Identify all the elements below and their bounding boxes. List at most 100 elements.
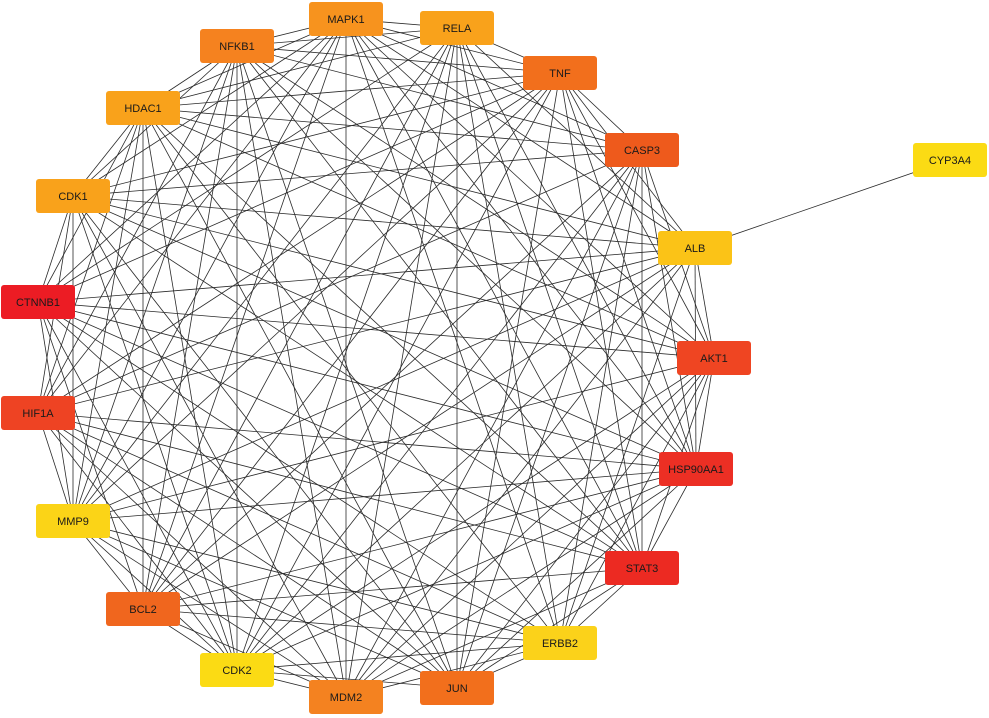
- node-box: [309, 2, 383, 36]
- edge-jun-nfkb1: [236, 45, 458, 689]
- node-label: CDK2: [222, 665, 251, 677]
- edge-mapk1-alb: [345, 18, 696, 249]
- node-nfkb1[interactable]: NFKB1: [200, 29, 274, 63]
- node-box: [420, 671, 494, 705]
- edge-bcl2-nfkb1: [142, 45, 238, 610]
- node-label: MAPK1: [327, 14, 364, 26]
- node-rela[interactable]: RELA: [420, 11, 494, 45]
- edge-hsp90aa1-bcl2: [142, 468, 697, 610]
- node-label: CTNNB1: [16, 297, 60, 309]
- node-mdm2[interactable]: MDM2: [309, 680, 383, 714]
- edge-tnf-jun: [456, 72, 561, 689]
- node-mapk1[interactable]: MAPK1: [309, 2, 383, 36]
- edge-mdm2-hif1a: [37, 412, 347, 698]
- node-erbb2[interactable]: ERBB2: [523, 626, 597, 660]
- edge-akt1-hsp90aa1: [695, 357, 715, 470]
- edge-casp3-cdk2: [236, 149, 643, 671]
- node-label: CYP3A4: [929, 155, 971, 167]
- node-label: MMP9: [57, 516, 89, 528]
- edge-casp3-erbb2: [559, 149, 643, 644]
- node-alb[interactable]: ALB: [658, 231, 732, 265]
- edge-alb-erbb2: [559, 247, 696, 644]
- edge-mapk1-mmp9: [72, 18, 347, 522]
- node-label: AKT1: [700, 353, 728, 365]
- edge-akt1-hdac1: [142, 107, 715, 359]
- edge-mapk1-bcl2: [142, 18, 347, 610]
- node-tnf[interactable]: TNF: [523, 56, 597, 90]
- edge-bcl2-ctnnb1: [37, 301, 144, 610]
- edge-stat3-hdac1: [142, 107, 643, 569]
- edge-tnf-cdk2: [236, 72, 561, 671]
- edge-mapk1-erbb2: [345, 18, 561, 644]
- node-akt1[interactable]: AKT1: [677, 341, 751, 375]
- edge-casp3-hif1a: [37, 149, 643, 414]
- edge-casp3-hsp90aa1: [641, 149, 697, 470]
- edge-hsp90aa1-mdm2: [345, 468, 697, 698]
- node-box: [913, 143, 987, 177]
- node-box: [605, 551, 679, 585]
- edge-rela-erbb2: [456, 27, 561, 644]
- node-box: [106, 91, 180, 125]
- edge-cdk2-ctnnb1: [37, 301, 238, 671]
- node-label: MDM2: [330, 692, 362, 704]
- edge-akt1-mmp9: [72, 357, 715, 522]
- edge-jun-cdk1: [72, 195, 458, 689]
- edge-jun-hif1a: [37, 412, 458, 689]
- edge-hsp90aa1-cdk2: [236, 468, 697, 671]
- edge-alb-bcl2: [142, 247, 696, 610]
- edge-cdk2-hdac1: [142, 107, 238, 671]
- edge-rela-stat3: [456, 27, 643, 569]
- node-cdk1[interactable]: CDK1: [36, 179, 110, 213]
- node-label: HIF1A: [22, 408, 54, 420]
- edge-tnf-hsp90aa1: [559, 72, 697, 470]
- node-mmp9[interactable]: MMP9: [36, 504, 110, 538]
- node-ctnnb1[interactable]: CTNNB1: [1, 285, 75, 319]
- node-jun[interactable]: JUN: [420, 671, 494, 705]
- node-stat3[interactable]: STAT3: [605, 551, 679, 585]
- node-label: HDAC1: [124, 103, 161, 115]
- edge-alb-akt1: [694, 247, 715, 359]
- edge-tnf-hif1a: [37, 72, 561, 414]
- node-cyp3a4[interactable]: CYP3A4: [913, 143, 987, 177]
- node-bcl2[interactable]: BCL2: [106, 592, 180, 626]
- node-hif1a[interactable]: HIF1A: [1, 396, 75, 430]
- node-hsp90aa1[interactable]: HSP90AA1: [659, 452, 733, 486]
- edge-mmp9-hdac1: [72, 107, 144, 522]
- edge-mapk1-ctnnb1: [37, 18, 347, 303]
- node-box: [605, 133, 679, 167]
- edge-akt1-nfkb1: [236, 45, 715, 359]
- edge-mapk1-akt1: [345, 18, 715, 359]
- node-box: [1, 396, 75, 430]
- node-label: TNF: [549, 68, 571, 80]
- node-label: HSP90AA1: [668, 464, 724, 476]
- edge-akt1-cdk2: [236, 357, 715, 671]
- edge-rela-mdm2: [345, 27, 458, 698]
- node-label: CDK1: [58, 191, 87, 203]
- edge-erbb2-ctnnb1: [37, 301, 561, 644]
- edge-erbb2-hdac1: [142, 107, 561, 644]
- edge-alb-mmp9: [72, 247, 696, 522]
- node-cdk2[interactable]: CDK2: [200, 653, 274, 687]
- edge-jun-hdac1: [142, 107, 458, 689]
- edge-casp3-hdac1: [142, 107, 643, 151]
- edge-akt1-erbb2: [559, 357, 715, 644]
- edge-hsp90aa1-nfkb1: [236, 45, 697, 470]
- edge-tnf-bcl2: [142, 72, 561, 610]
- node-box: [420, 11, 494, 45]
- edge-tnf-hdac1: [142, 72, 561, 109]
- edge-stat3-bcl2: [142, 567, 643, 610]
- edge-mapk1-cdk1: [72, 18, 347, 197]
- edge-mapk1-stat3: [345, 18, 643, 569]
- node-label: NFKB1: [219, 41, 254, 53]
- edge-stat3-nfkb1: [236, 45, 643, 569]
- edge-mmp9-hif1a: [37, 412, 74, 522]
- node-casp3[interactable]: CASP3: [605, 133, 679, 167]
- edge-rela-mmp9: [72, 27, 458, 522]
- edge-tnf-ctnnb1: [37, 72, 561, 303]
- edge-stat3-ctnnb1: [37, 301, 643, 569]
- node-hdac1[interactable]: HDAC1: [106, 91, 180, 125]
- edge-hsp90aa1-mmp9: [72, 468, 697, 522]
- edge-ctnnb1-cdk1: [37, 195, 74, 303]
- edge-rela-ctnnb1: [37, 27, 458, 303]
